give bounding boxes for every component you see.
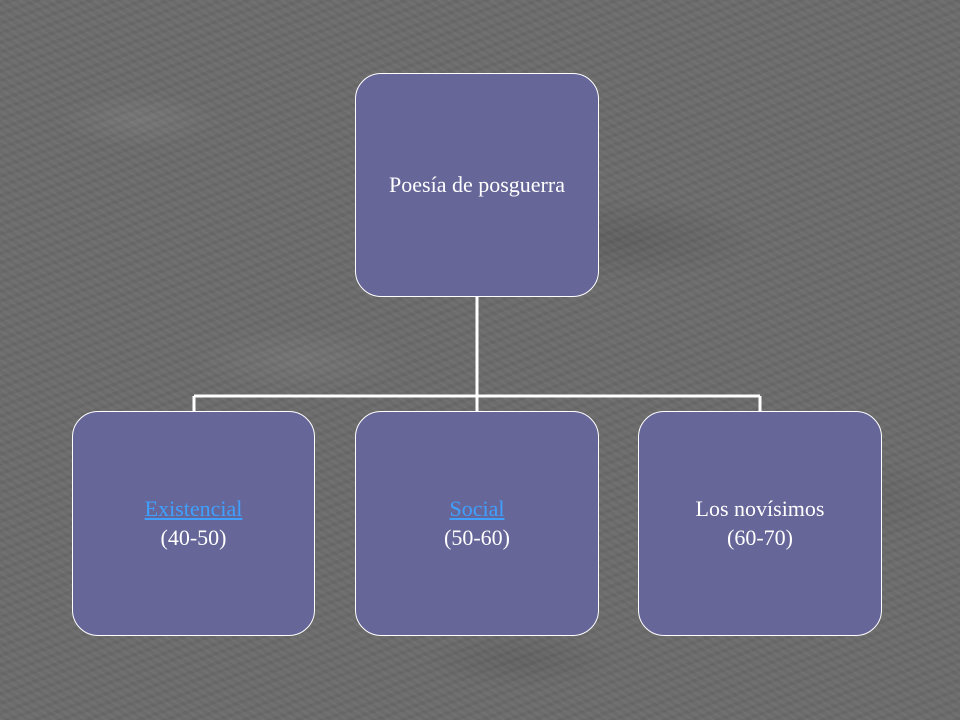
social-link[interactable]: Social bbox=[449, 495, 505, 521]
existencial-years: (40-50) bbox=[160, 524, 227, 550]
root-node-label: Poesía de posguerra bbox=[389, 171, 565, 197]
existencial-link[interactable]: Existencial bbox=[144, 495, 243, 521]
child-node-social: Social (50-60) bbox=[355, 411, 599, 636]
child-node-novisimos: Los novísimos (60-70) bbox=[638, 411, 882, 636]
novisimos-years: (60-70) bbox=[727, 524, 793, 550]
root-node-poesia-posguerra: Poesía de posguerra bbox=[355, 73, 599, 297]
social-years: (50-60) bbox=[444, 524, 510, 550]
novisimos-label: Los novísimos bbox=[695, 495, 825, 521]
child-node-existencial: Existencial (40-50) bbox=[72, 411, 315, 636]
